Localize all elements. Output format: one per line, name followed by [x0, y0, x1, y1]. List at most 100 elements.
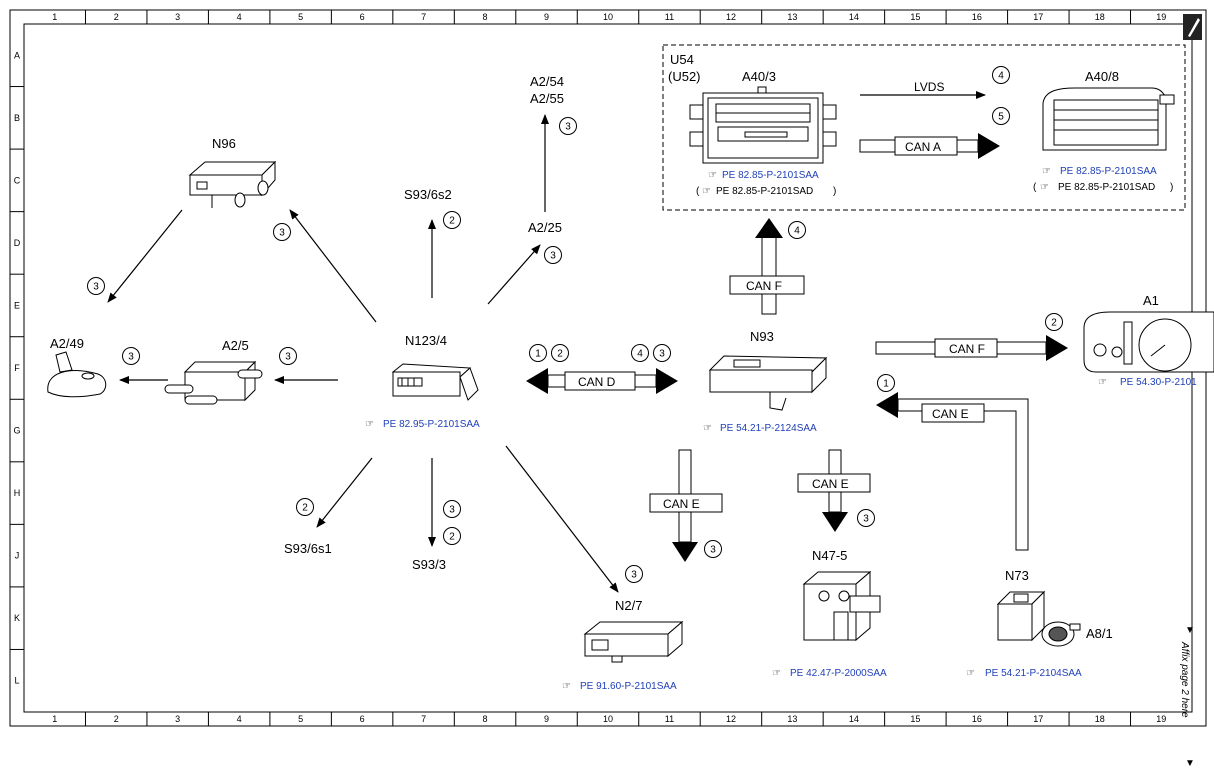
a40-3-label: A40/3: [742, 69, 776, 84]
circled-number-text: 2: [1051, 318, 1057, 329]
ref-a40-8-alt[interactable]: ( ☞ PE 82.85-P-2101SAD ): [1033, 182, 1173, 193]
ref-a1[interactable]: ☞ PE 54.30-P-2101: [1098, 377, 1197, 388]
a2-49-antenna: [47, 351, 107, 398]
grid-column-label: 7: [421, 714, 426, 724]
circled-number-text: 3: [863, 514, 869, 525]
grid-column-label: 13: [787, 12, 797, 22]
pointing-hand-icon: ☞: [772, 668, 781, 679]
grid-column-label: 15: [910, 714, 920, 724]
a2-5-module: [164, 360, 263, 405]
bus-can-e-n2-label: CAN E: [663, 497, 700, 511]
group-subtitle: (U52): [668, 69, 701, 84]
circled-number: [857, 509, 875, 527]
ref-a1-link[interactable]: PE 54.30-P-2101: [1120, 377, 1197, 388]
n73-label: N73: [1005, 568, 1029, 583]
circled-number-text: 4: [998, 71, 1004, 82]
grid-column-label: 15: [910, 12, 920, 22]
ref-n2-7[interactable]: ☞ PE 91.60-P-2101SAA: [562, 681, 677, 692]
grid-column-label: 12: [726, 714, 736, 724]
ref-n123-4-link[interactable]: PE 82.95-P-2101SAA: [383, 419, 480, 430]
bus-can-e-n2: [649, 449, 723, 562]
grid-column-label: 11: [665, 714, 674, 724]
grid-column-label: 2: [114, 714, 119, 724]
ref-n47-5[interactable]: ☞ PE 42.47-P-2000SAA: [772, 668, 887, 679]
grid-column-label: 5: [298, 12, 303, 22]
circled-number: [296, 498, 314, 516]
circled-number-text: 2: [449, 532, 455, 543]
ref-n47-5-link[interactable]: PE 42.47-P-2000SAA: [790, 668, 887, 679]
circled-number: [653, 344, 671, 362]
grid-column-label: 13: [787, 714, 797, 724]
ref-n93[interactable]: ☞ PE 54.21-P-2124SAA: [703, 423, 817, 434]
grid-row-label: B: [14, 113, 20, 123]
circled-number: [559, 117, 577, 135]
ref-a40-3[interactable]: ☞ PE 82.85-P-2101SAA: [708, 170, 819, 181]
circled-number: [122, 347, 140, 365]
grid-column-label: 8: [483, 714, 488, 724]
circled-number-text: 3: [710, 545, 716, 556]
bus-can-e-n47: [797, 449, 871, 532]
grid-row-label: F: [14, 363, 20, 373]
circled-number-text: 3: [93, 282, 99, 293]
grid-column-label: 1: [52, 714, 57, 724]
ref-n2-7-link[interactable]: PE 91.60-P-2101SAA: [580, 681, 677, 692]
pointing-hand-icon: ☞: [562, 681, 571, 692]
bus-can-a-label: CAN A: [905, 140, 941, 154]
n2-7-label: N2/7: [615, 598, 642, 613]
a8-1-key: [1041, 621, 1081, 647]
a2-54-label: A2/54: [530, 74, 564, 89]
circled-number: [443, 211, 461, 229]
pointing-hand-icon: ☞: [1040, 182, 1049, 193]
circled-number: [443, 500, 461, 518]
ref-a40-3-alt[interactable]: ( ☞ PE 82.85-P-2101SAD ): [696, 186, 836, 197]
grid-column-label: 7: [421, 12, 426, 22]
grid-row-label: L: [14, 676, 19, 686]
circled-number: [1045, 313, 1063, 331]
ref-n73-link[interactable]: PE 54.21-P-2104SAA: [985, 668, 1082, 679]
a2-5-label: A2/5: [222, 338, 249, 353]
ref-a40-3-alt-link[interactable]: PE 82.85-P-2101SAD: [716, 186, 813, 197]
pointing-hand-icon: ☞: [703, 423, 712, 434]
n2-7-module: [583, 620, 684, 663]
pointing-hand-icon: ☞: [708, 170, 717, 181]
circled-number: [443, 527, 461, 545]
circled-number-text: 3: [659, 349, 665, 360]
grid-column-label: 6: [360, 12, 365, 22]
ref-n123-4[interactable]: ☞ PE 82.95-P-2101SAA: [365, 419, 480, 430]
grid-column-label: 2: [114, 12, 119, 22]
grid-row-label: A: [14, 50, 20, 60]
grid-column-label: 16: [972, 714, 982, 724]
grid-row-label: E: [14, 300, 20, 310]
grid-column-label: 4: [237, 714, 242, 724]
ref-a40-8-link[interactable]: PE 82.85-P-2101SAA: [1060, 166, 1157, 177]
grid-column-label: 3: [175, 714, 180, 724]
bus-can-f-up: [729, 218, 805, 315]
pointing-hand-icon: ☞: [365, 419, 374, 430]
u54-group-border: [662, 44, 1186, 211]
circled-number: [992, 107, 1010, 125]
grid-column-label: 9: [544, 714, 549, 724]
circled-number-text: 1: [883, 379, 889, 390]
circled-number: [273, 223, 291, 241]
ref-n73[interactable]: ☞ PE 54.21-P-2104SAA: [966, 668, 1082, 679]
circled-number: [87, 277, 105, 295]
grid-column-label: 5: [298, 714, 303, 724]
a2-25-label: A2/25: [528, 220, 562, 235]
grid-column-label: 19: [1156, 12, 1166, 22]
bus-can-e-a1: [876, 392, 1029, 551]
ref-a40-3-link[interactable]: PE 82.85-P-2101SAA: [722, 170, 819, 181]
circled-number: [704, 540, 722, 558]
grid-column-label: 11: [665, 12, 674, 22]
ref-a40-8-alt-link[interactable]: PE 82.85-P-2101SAD: [1058, 182, 1155, 193]
n123-4-label: N123/4: [405, 333, 447, 348]
ref-n93-link[interactable]: PE 54.21-P-2124SAA: [720, 423, 817, 434]
grid-column-label: 12: [726, 12, 736, 22]
a2-55-label: A2/55: [530, 91, 564, 106]
n73-switch: [996, 590, 1046, 642]
grid-column-label: 4: [237, 12, 242, 22]
n93-module: [708, 355, 828, 411]
ref-a40-8[interactable]: ☞ PE 82.85-P-2101SAA: [1042, 166, 1157, 177]
